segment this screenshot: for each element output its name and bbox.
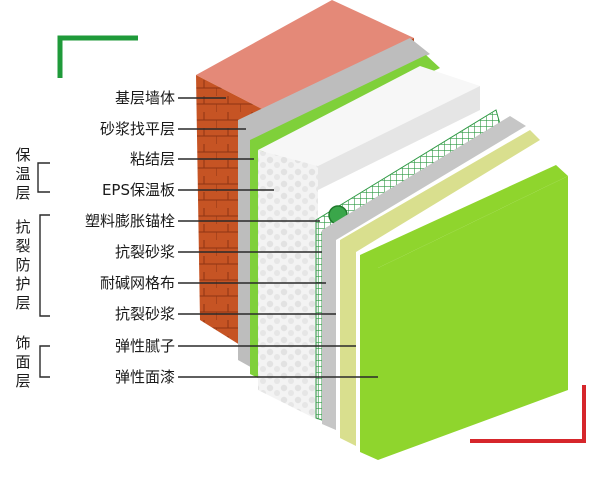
paint-layer <box>360 165 568 460</box>
corner-mark-green <box>57 35 138 78</box>
label-bonding-layer: 粘结层 <box>129 150 175 168</box>
group-crack-protection: 抗裂防护层 <box>15 218 31 312</box>
eps-board-side <box>318 86 480 190</box>
anticrack-mortar-layer <box>322 116 526 430</box>
label-mortar-leveling: 砂浆找平层 <box>99 120 175 138</box>
brick-top-face <box>196 0 414 110</box>
label-mesh-cloth: 耐碱网格布 <box>99 274 175 292</box>
label-anticrack-mortar-2: 抗裂砂浆 <box>114 305 175 323</box>
label-eps-board: EPS保温板 <box>101 181 175 199</box>
label-anchor-bolt: 塑料膨胀锚栓 <box>84 212 175 230</box>
putty-layer <box>340 130 540 446</box>
leader-lines <box>37 97 378 378</box>
corner-mark-red <box>470 385 586 443</box>
mortar-layer <box>238 38 430 370</box>
group-insulation: 保温层 <box>15 146 31 202</box>
eps-board-top <box>258 66 480 166</box>
label-base-wall: 基层墙体 <box>114 89 175 107</box>
paint-front <box>378 176 568 460</box>
label-elastic-paint: 弹性面漆 <box>114 368 175 386</box>
label-anticrack-mortar-1: 抗裂砂浆 <box>114 243 175 261</box>
group-finish: 饰面层 <box>15 334 31 390</box>
label-elastic-putty: 弹性腻子 <box>114 337 175 355</box>
eps-board-front <box>258 150 318 420</box>
